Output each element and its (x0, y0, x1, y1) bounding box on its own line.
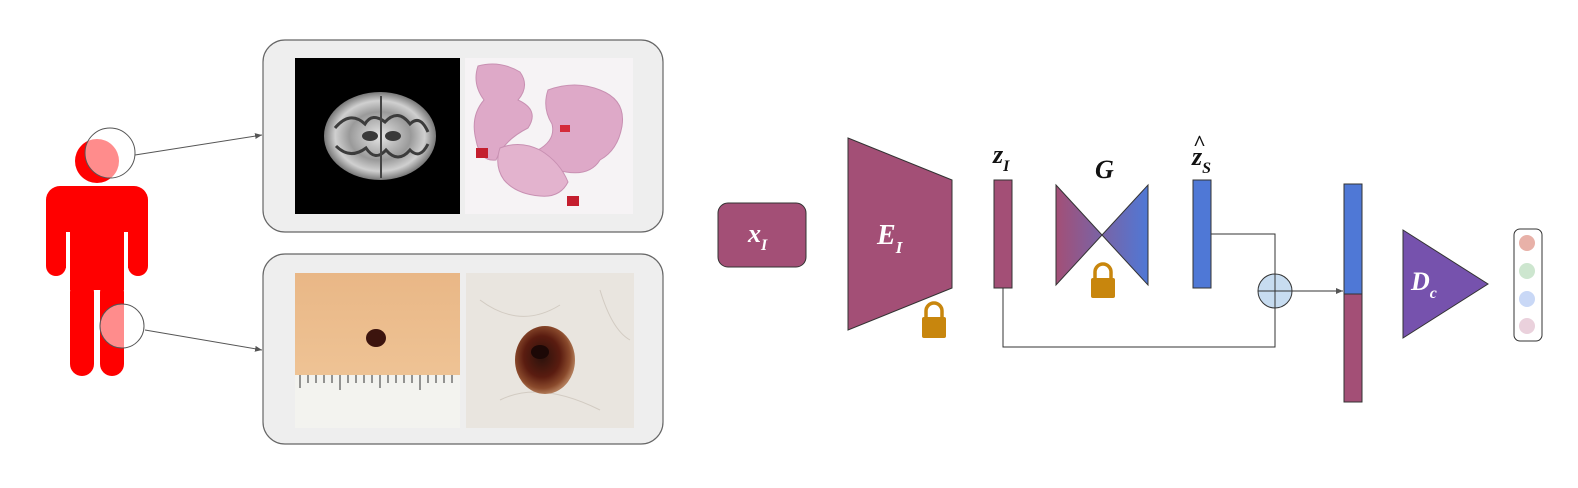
latent-synth-vector (1192, 179, 1212, 289)
head-to-panel-arrow (134, 133, 263, 156)
latent-image-vector (993, 179, 1013, 289)
latent-image-label: zI (992, 140, 1010, 175)
input-label: xI (747, 219, 768, 254)
generator-lock-icon (1091, 262, 1115, 298)
concat-vector-blue (1343, 183, 1363, 295)
generator-label: G (1095, 155, 1114, 184)
sum-icon (1257, 273, 1293, 309)
output-dot-2 (1519, 263, 1535, 279)
classifier-label: Dc (1410, 267, 1437, 302)
output-probabilities (1513, 228, 1543, 342)
leg-magnifier-circle (99, 303, 145, 349)
output-dot-4 (1519, 318, 1535, 334)
output-dot-1 (1519, 235, 1535, 251)
latent-synth-label: zS (1191, 142, 1211, 177)
classifier-block (1402, 229, 1489, 339)
brain-mri-image (295, 58, 460, 214)
leg-to-panel-arrow (144, 329, 263, 352)
histopathology-slide-image (465, 58, 633, 214)
ruler-ticks (299, 375, 453, 390)
encoder-label: EI (876, 220, 904, 257)
synth-connector (1211, 233, 1276, 274)
image-connector (1002, 288, 1276, 348)
generator-block (1055, 183, 1149, 287)
latent-synth-hat: ^ (1193, 130, 1206, 155)
output-dot-3 (1519, 291, 1535, 307)
dermoscopy-lesion-image (466, 273, 634, 428)
encoder-lock-icon (922, 301, 946, 338)
skin-lesion-ruler-image (295, 273, 460, 428)
encoder-block (847, 137, 953, 331)
person-icon (46, 139, 148, 380)
head-magnifier-circle (84, 127, 136, 179)
input-block (717, 202, 807, 268)
concat-vector-maroon (1343, 293, 1363, 403)
